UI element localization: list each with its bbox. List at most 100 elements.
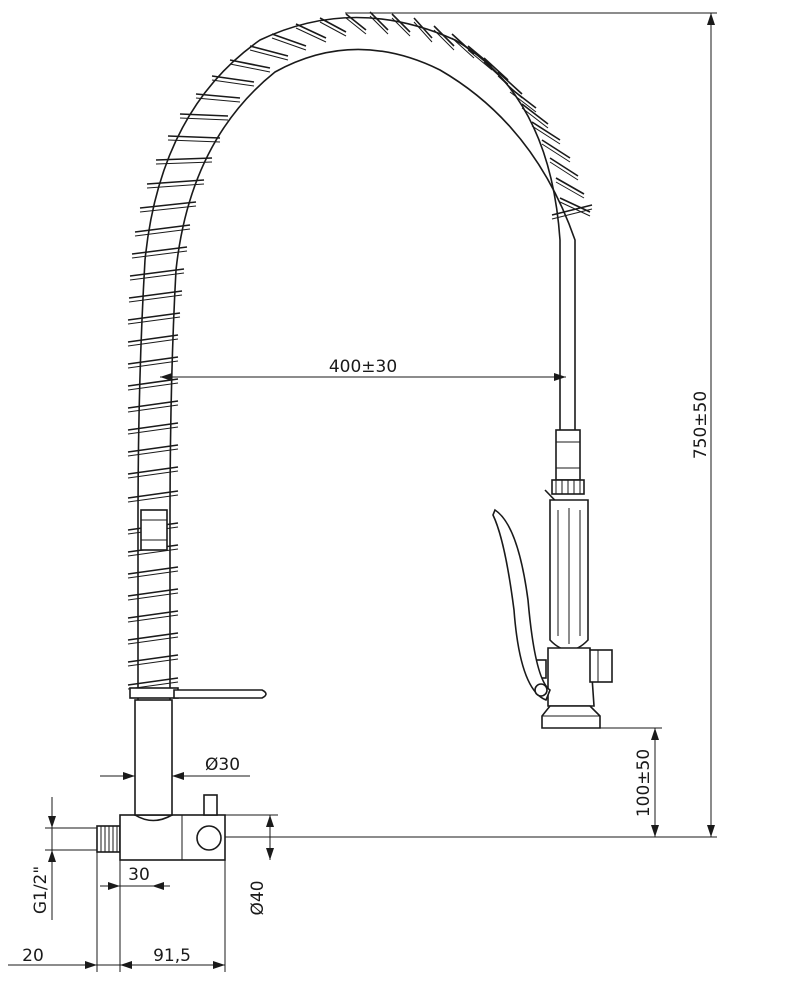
spring-coil — [413, 17, 433, 39]
spring-coil — [531, 125, 561, 145]
spring-coil — [295, 23, 327, 39]
dim-wall-offset: 20 — [22, 946, 44, 966]
spring-coil — [433, 29, 455, 51]
spring-coil — [271, 33, 307, 47]
dim-total-height: 750±50 — [691, 391, 711, 459]
spring-coil — [128, 294, 183, 303]
spring-coil — [139, 201, 197, 209]
dim-body-diameter: Ø40 — [248, 880, 268, 915]
spring-coil — [451, 37, 475, 59]
spring-coil — [134, 228, 191, 237]
spring-coil — [509, 91, 537, 113]
spring-coil — [127, 316, 181, 325]
spring-coil — [391, 17, 411, 37]
spring-coil — [167, 135, 221, 139]
spring-coil — [369, 15, 389, 35]
spring-coil — [146, 183, 205, 189]
spring-coil — [467, 49, 493, 71]
spring-coil — [127, 356, 179, 365]
spring-coil — [483, 61, 509, 85]
spring-coil — [127, 592, 179, 601]
spring-coil — [179, 113, 229, 117]
spring-coil — [127, 470, 179, 479]
spring-coil — [127, 494, 179, 503]
spring-coil — [509, 87, 537, 109]
spring-coil — [127, 426, 179, 435]
spring-coil — [127, 636, 179, 645]
spring-coil — [211, 79, 255, 87]
spring-coil — [127, 360, 179, 369]
spring-coil — [127, 654, 179, 663]
dim-body-projection: 91,5 — [153, 946, 191, 966]
hose-coupling — [140, 509, 168, 551]
spring-coil — [551, 204, 593, 216]
spring-coil — [128, 290, 183, 299]
spring-coil — [155, 157, 213, 161]
spring-coil — [319, 17, 347, 33]
spring-coil — [127, 632, 179, 641]
dim-riser-diameter: Ø30 — [205, 755, 240, 775]
spring-coil — [127, 570, 179, 579]
spring-coil — [129, 272, 185, 281]
spring-coil — [127, 610, 179, 619]
spring-coil — [146, 179, 205, 185]
spring-coil — [295, 27, 327, 43]
spring-coil — [127, 614, 179, 623]
spring-coil — [249, 49, 289, 61]
dimension-lines — [8, 12, 717, 972]
spring-coil — [541, 143, 571, 163]
dim-thread: G1/2" — [31, 866, 51, 914]
spring-coil — [319, 21, 347, 37]
spring-coil — [555, 177, 585, 195]
spring-coil — [345, 13, 367, 31]
spring-coils — [127, 11, 593, 690]
spring-coil — [127, 658, 179, 667]
spring-coil — [451, 33, 475, 55]
spring-coil — [413, 21, 433, 43]
spring-bracket — [129, 687, 267, 699]
spring-coil — [131, 250, 188, 259]
dim-body-depth: 30 — [128, 865, 150, 885]
spring-coil — [391, 13, 411, 33]
spring-coil — [555, 181, 585, 199]
dim-spray-height: 100±50 — [634, 749, 654, 817]
spring-coil — [127, 404, 179, 413]
spray-head — [492, 429, 613, 729]
spring-coil — [541, 139, 571, 159]
dim-reach: 400±30 — [329, 357, 397, 377]
spring-coil — [131, 246, 188, 255]
spring-coil — [551, 208, 593, 220]
spring-coil — [195, 97, 241, 103]
spring-coil — [129, 268, 185, 277]
spring-coil — [271, 37, 307, 51]
spring-coil — [127, 466, 179, 475]
spring-coil — [549, 161, 579, 181]
spring-coil — [127, 312, 181, 321]
spring-coil — [531, 121, 561, 141]
spring-coil — [127, 338, 179, 347]
spring-coil — [127, 566, 179, 575]
spring-coil — [139, 205, 197, 213]
spring-coil — [134, 224, 191, 233]
spring-coil — [127, 677, 179, 686]
spring-coil — [559, 197, 591, 213]
spring-coil — [521, 103, 549, 125]
spring-coil — [127, 490, 179, 499]
spring-coil — [127, 334, 179, 343]
spring-coil — [433, 25, 455, 47]
spring-coil — [179, 117, 229, 121]
spring-coil — [127, 378, 179, 387]
spring-coil — [369, 11, 389, 31]
spring-coil — [127, 400, 179, 409]
spring-coil — [521, 107, 549, 129]
spring-coil — [127, 422, 179, 431]
spring-coil — [127, 448, 179, 457]
spring-coil — [345, 17, 367, 35]
spring-coil — [127, 382, 179, 391]
spring-coil — [155, 161, 213, 165]
spring-coil — [211, 75, 255, 83]
spring-coil — [497, 71, 523, 95]
spring-coil — [195, 93, 241, 99]
spring-coil — [249, 45, 289, 57]
